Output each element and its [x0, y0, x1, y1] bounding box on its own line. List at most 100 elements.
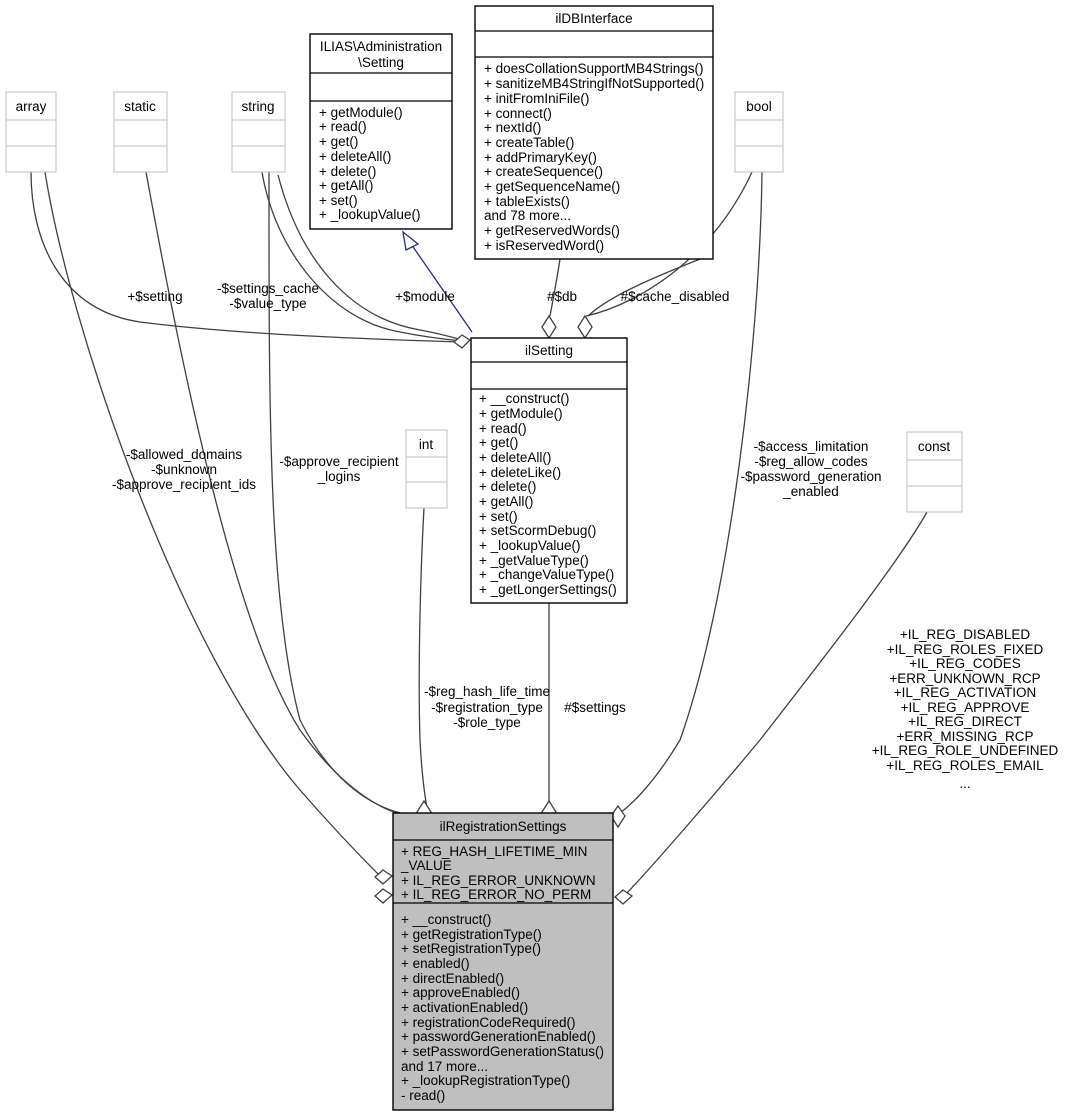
class-box-ilregistrationsettings[interactable]: ilRegistrationSettings + REG_HASH_LIFETI…: [392, 812, 614, 1111]
method-item: + setScormDebug(): [479, 523, 596, 538]
edge-label-access-limitation-0: -$access_limitation: [754, 439, 869, 454]
method-item: + getModule(): [319, 105, 403, 120]
edge-label-db: #$db: [547, 289, 577, 304]
edge-label-cache-disabled: #$cache_disabled: [621, 289, 730, 304]
class-box-static[interactable]: static: [113, 91, 168, 173]
method-item: + addPrimaryKey(): [484, 150, 597, 165]
edge-label-access-limitation-1: -$reg_allow_codes: [754, 454, 868, 469]
edge-label-module: +$module: [395, 289, 455, 304]
edge-label-access-limitation-3: _enabled: [782, 484, 839, 499]
class-box-ilsetting[interactable]: ilSetting + __construct() + getModule() …: [470, 337, 628, 604]
method-item: + read(): [319, 119, 367, 134]
method-item: + getModule(): [479, 406, 563, 421]
aggregation-diamond-ilreg-side-bot: [374, 888, 394, 904]
method-item: + setPasswordGenerationStatus(): [401, 1044, 604, 1059]
method-item: + delete(): [319, 164, 376, 179]
method-item: + isReservedWord(): [484, 238, 604, 253]
edge-label-const-4: +IL_REG_ACTIVATION: [894, 685, 1036, 700]
method-item: + enabled(): [401, 956, 470, 971]
method-item: + get(): [479, 435, 518, 450]
aggregation-diamond-ilsetting-left: [452, 334, 472, 349]
class-box-int[interactable]: int: [405, 429, 448, 509]
inheritance-arrowhead: [402, 230, 420, 251]
method-item: and 78 more...: [484, 208, 571, 223]
aggregation-diamond-ilsetting-cache: [577, 314, 593, 340]
edge-bool-ilregistration: [617, 171, 763, 815]
edge-label-const-9: +IL_REG_ROLES_EMAIL: [886, 758, 1044, 773]
edge-label-settings-cache-1: -$value_type: [229, 296, 306, 311]
edge-label-const-3: +ERR_UNKNOWN_RCP: [889, 671, 1040, 686]
edge-ildb-ilsetting: [549, 258, 561, 317]
method-item: + _getLongerSettings(): [479, 582, 617, 597]
attribute-item: _VALUE: [400, 858, 452, 873]
method-item: + tableExists(): [484, 194, 570, 209]
method-item: + nextId(): [484, 120, 541, 135]
method-item: + deleteAll(): [479, 450, 551, 465]
edge-string-ilsetting: [261, 171, 463, 342]
class-name-array: array: [16, 99, 47, 114]
connector-diamonds: [374, 314, 634, 905]
edge-string-ilregistration: [268, 171, 427, 816]
edge-static-ilregistration: [145, 171, 417, 816]
method-item: + _lookupRegistrationType(): [401, 1073, 570, 1088]
edge-label-settings: #$settings: [564, 700, 626, 715]
class-name-setting-line1: ILIAS\Administration: [320, 39, 442, 54]
edge-module-ilsetting: [277, 174, 463, 341]
edge-label-settings-cache-0: -$settings_cache: [217, 281, 319, 296]
class-name-static: static: [124, 99, 156, 114]
class-name-ilregistrationsettings: ilRegistrationSettings: [440, 819, 567, 834]
edge-label-const-5: +IL_REG_APPROVE: [901, 700, 1030, 715]
attribute-item: + IL_REG_ERROR_UNKNOWN: [401, 873, 596, 888]
class-name-ildbinterface: ilDBInterface: [555, 11, 632, 26]
edge-const-ilregistration: [623, 511, 928, 897]
edge-bool-ilsetting: [585, 171, 753, 317]
method-item: + getRegistrationType(): [401, 927, 542, 942]
edge-label-reg-hash-2: -$role_type: [453, 715, 521, 730]
class-name-string: string: [241, 99, 274, 114]
class-name-setting-line2: \Setting: [358, 55, 404, 70]
method-item: + initFromIniFile(): [484, 91, 589, 106]
edge-labels: +$setting -$settings_cache -$value_type …: [112, 281, 1059, 791]
edge-array-ilregistration: [44, 171, 383, 879]
method-item: + read(): [479, 421, 527, 436]
class-box-array[interactable]: array: [5, 91, 57, 173]
class-name-bool: bool: [746, 99, 772, 114]
aggregation-diamond-ilsetting-db: [541, 314, 557, 340]
method-item: + get(): [319, 134, 358, 149]
method-item: + getReservedWords(): [484, 223, 620, 238]
class-name-const: const: [918, 439, 951, 454]
edge-label-access-limitation-2: -$password_generation: [740, 469, 881, 484]
class-box-bool[interactable]: bool: [734, 91, 784, 173]
method-item: + getAll(): [479, 494, 533, 509]
method-item: + set(): [479, 509, 518, 524]
edge-label-allowed-domains-0: -$allowed_domains: [126, 447, 243, 462]
class-box-ilias-administration-setting[interactable]: ILIAS\Administration \Setting + getModul…: [309, 33, 453, 230]
edge-setting-inherits-ilsetting: [408, 240, 473, 333]
method-item: + sanitizeMB4StringIfNotSupported(): [484, 76, 704, 91]
class-box-ildbinterface[interactable]: ilDBInterface + doesCollationSupportMB4S…: [474, 5, 714, 260]
edge-label-const-7: +ERR_MISSING_RCP: [897, 729, 1034, 744]
attribute-item: + REG_HASH_LIFETIME_MIN: [401, 844, 587, 859]
edge-label-reg-hash-1: -$registration_type: [431, 700, 543, 715]
attribute-item: + IL_REG_ERROR_NO_PERM: [401, 887, 591, 902]
method-item: + delete(): [479, 479, 536, 494]
method-item: + passwordGenerationEnabled(): [401, 1029, 596, 1044]
method-item: + getSequenceName(): [484, 179, 620, 194]
method-item: + createTable(): [484, 135, 574, 150]
class-box-const[interactable]: const: [906, 431, 963, 513]
edge-label-reg-hash-0: -$reg_hash_life_time: [424, 684, 550, 699]
method-item: + _changeValueType(): [479, 567, 614, 582]
method-item: + _getValueType(): [479, 553, 589, 568]
aggregation-diamond-ilreg-side-top: [374, 869, 394, 885]
method-item: + getAll(): [319, 178, 373, 193]
method-item: + set(): [319, 193, 358, 208]
edge-label-allowed-domains-1: -$unknown: [151, 462, 217, 477]
method-item: + approveEnabled(): [401, 985, 520, 1000]
edge-label-approve-recipient-1: _logins: [317, 469, 361, 484]
edge-cachedisabled-ilsetting: [587, 258, 701, 317]
edge-array-ilsetting: [30, 171, 463, 343]
class-box-string[interactable]: string: [231, 91, 286, 173]
method-item: - read(): [401, 1088, 445, 1103]
method-item: + createSequence(): [484, 164, 603, 179]
edge-label-setting: +$setting: [127, 289, 182, 304]
